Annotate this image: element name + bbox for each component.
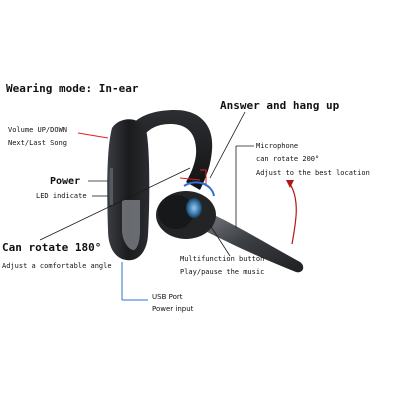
volume-label: Volume UP/DOWN [8, 126, 68, 134]
power-label: Power [50, 176, 81, 187]
power-input-label: Power input [152, 305, 194, 313]
next-last-song-label: Next/Last Song [8, 139, 68, 147]
microphone-rotation-arrow [286, 180, 297, 245]
volume-pointer [77, 132, 109, 139]
multifunction-button-label: Multifunction button [180, 255, 265, 263]
led-indicate-label: LED indicate [36, 192, 87, 200]
microphone-adjust-label: Adjust to the best location [256, 169, 370, 177]
microphone-boom [188, 205, 304, 273]
rotate-180-label: Can rotate 180° [2, 241, 102, 254]
body-gray-stripe [122, 200, 140, 250]
microphone-label: Microphone [256, 142, 299, 150]
leader-lines [39, 111, 254, 257]
adjust-angle-label: Adjust a comfortable angle [2, 262, 112, 270]
answer-pointer [179, 169, 207, 184]
usb-port-label: USB Port [152, 293, 183, 301]
answer-ring [183, 181, 215, 197]
usb-pointer [121, 262, 148, 301]
side-button [109, 168, 113, 205]
earbud-tip [186, 198, 202, 218]
microphone-rotate-label: can rotate 200° [256, 155, 320, 163]
play-pause-label: Play/pause the music [180, 268, 265, 276]
earbud [158, 195, 194, 229]
leader-rotate [39, 167, 191, 241]
answer-hang-up-label: Answer and hang up [220, 99, 340, 112]
leader-multifunction [209, 224, 231, 257]
wearing-mode-title: Wearing mode: In-ear [6, 82, 139, 95]
leader-answer [209, 111, 246, 179]
